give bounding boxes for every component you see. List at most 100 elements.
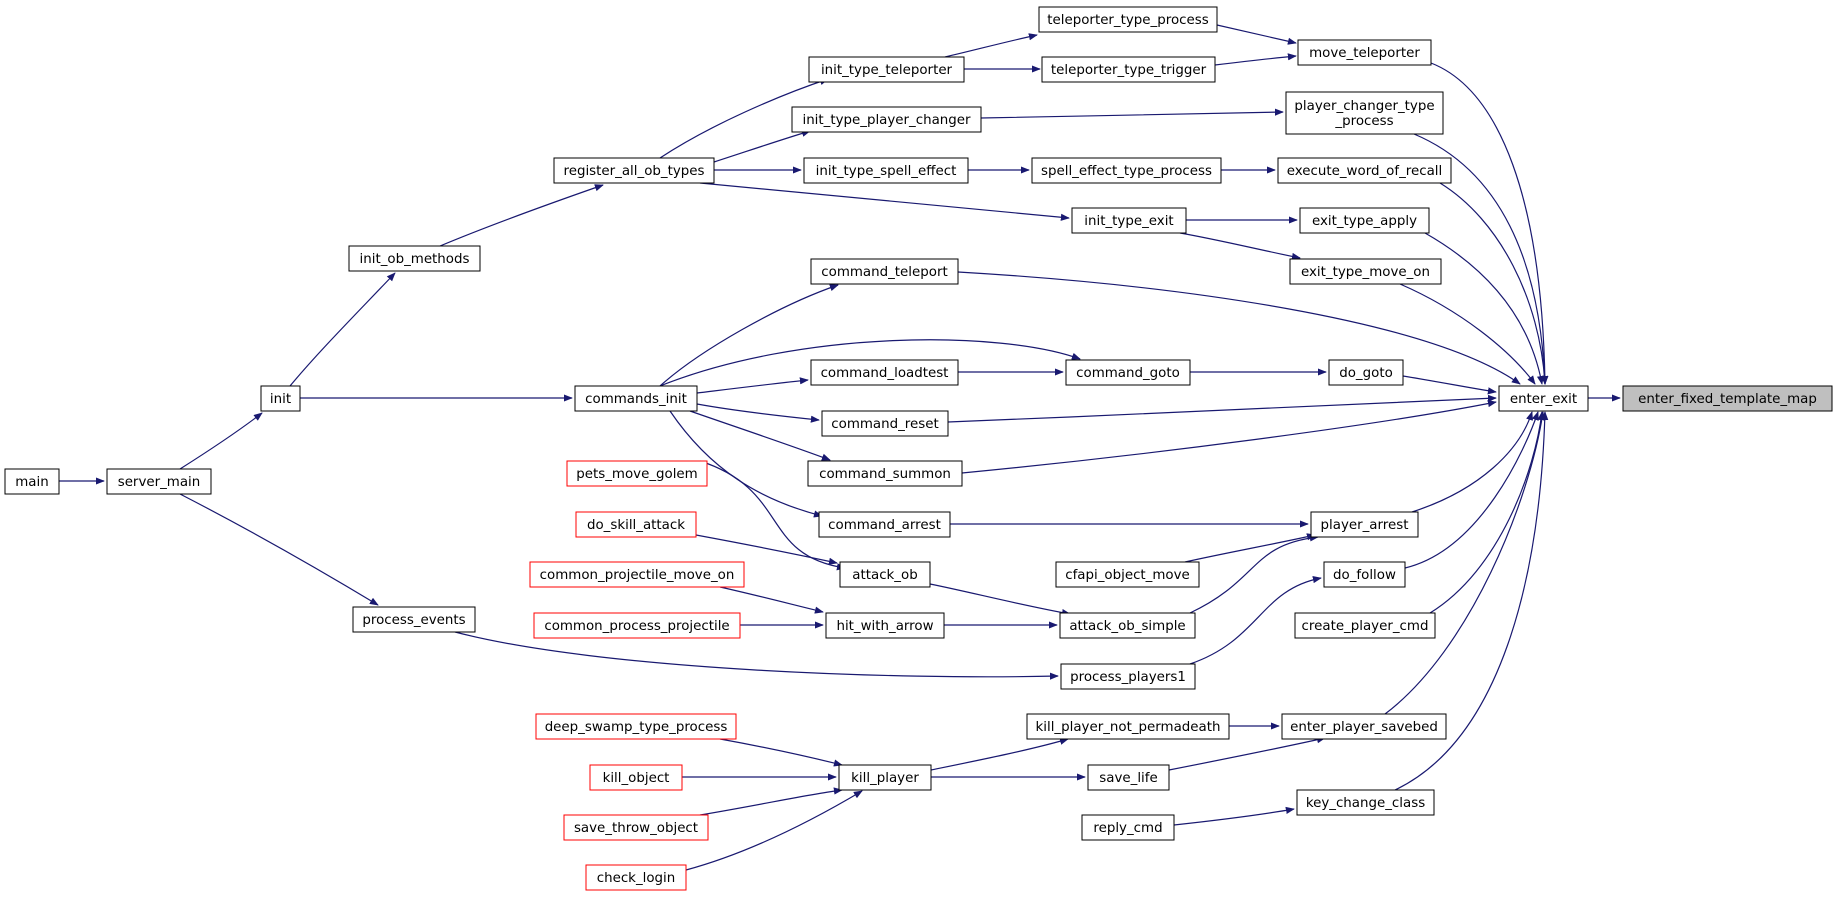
node-teleporter-type-trigger[interactable]: teleporter_type_trigger <box>1041 56 1216 83</box>
edge-server-main-to-init <box>179 412 263 470</box>
node-create-player-cmd[interactable]: create_player_cmd <box>1294 612 1436 639</box>
node-label: player_changer_type <box>1294 99 1434 114</box>
node-kill-object[interactable]: kill_object <box>589 764 683 791</box>
node-attack-ob[interactable]: attack_ob <box>839 561 931 588</box>
node-common-projectile-move-on[interactable]: common_projectile_move_on <box>529 561 745 588</box>
node-save-life[interactable]: save_life <box>1087 764 1170 791</box>
edge-register-all-ob-types-to-init-type-player-changer <box>713 129 811 163</box>
edge-save-life-to-enter-player-savebed <box>1168 736 1326 771</box>
node-pets-move-golem[interactable]: pets_move_golem <box>566 460 708 487</box>
node-box <box>1026 713 1230 740</box>
node-player-changer-type-process[interactable]: player_changer_type_process <box>1285 91 1444 135</box>
node-execute-word-of-recall[interactable]: execute_word_of_recall <box>1277 157 1452 184</box>
edge-move-teleporter-to-enter-exit <box>1430 62 1549 385</box>
node-commands-init[interactable]: commands_init <box>574 385 698 412</box>
node-command-teleport[interactable]: command_teleport <box>810 258 959 285</box>
node-box <box>535 713 737 740</box>
node-box <box>1059 612 1196 639</box>
edge-enter-player-savebed-to-enter-exit <box>1384 411 1546 715</box>
node-main[interactable]: main <box>4 468 60 495</box>
node-command-goto[interactable]: command_goto <box>1065 359 1191 386</box>
node-teleporter-type-process[interactable]: teleporter_type_process <box>1038 6 1218 33</box>
node-label: spell_effect_type_process <box>1041 164 1212 179</box>
edge-line <box>1429 411 1545 614</box>
node-enter-fixed-template-map[interactable]: enter_fixed_template_map <box>1622 385 1833 412</box>
node-command-arrest[interactable]: command_arrest <box>818 511 951 538</box>
node-init-type-exit[interactable]: init_type_exit <box>1071 207 1187 234</box>
node-kill-player-not-permadeath[interactable]: kill_player_not_permadeath <box>1026 713 1230 740</box>
edge-line <box>696 403 820 423</box>
node-player-arrest[interactable]: player_arrest <box>1310 511 1419 538</box>
node-key-change-class[interactable]: key_change_class <box>1296 789 1435 816</box>
edge-line <box>699 787 843 816</box>
node-command-reset[interactable]: command_reset <box>821 410 949 437</box>
edge-commands-init-to-command-loadtest <box>696 377 809 394</box>
node-label: exit_type_apply <box>1312 214 1417 229</box>
node-do-goto[interactable]: do_goto <box>1328 359 1404 386</box>
node-label: common_process_projectile <box>544 619 729 634</box>
node-deep-swamp-type-process[interactable]: deep_swamp_type_process <box>535 713 737 740</box>
node-save-throw-object[interactable]: save_throw_object <box>563 814 709 841</box>
node-do-follow[interactable]: do_follow <box>1323 561 1406 588</box>
node-init-type-spell-effect[interactable]: init_type_spell_effect <box>803 157 969 184</box>
node-kill-player[interactable]: kill_player <box>838 764 932 791</box>
node-label: key_change_class <box>1306 796 1425 811</box>
node-command-summon[interactable]: command_summon <box>807 460 963 487</box>
node-common-process-projectile[interactable]: common_process_projectile <box>533 612 741 639</box>
edge-teleporter-type-trigger-to-move-teleporter <box>1214 53 1297 66</box>
node-process-events[interactable]: process_events <box>352 606 476 633</box>
node-label: move_teleporter <box>1309 46 1420 61</box>
node-register-all-ob-types[interactable]: register_all_ob_types <box>553 157 715 184</box>
node-exit-type-move-on[interactable]: exit_type_move_on <box>1289 258 1442 285</box>
edge-process-players1-to-do-follow <box>1189 576 1322 665</box>
node-label: enter_player_savebed <box>1290 720 1438 735</box>
node-box <box>589 764 683 791</box>
node-do-skill-attack[interactable]: do_skill_attack <box>575 511 697 538</box>
node-label: register_all_ob_types <box>564 164 705 179</box>
edge-cfapi-object-move-to-player-arrest <box>1184 533 1316 563</box>
node-init[interactable]: init <box>260 385 301 412</box>
node-init-type-teleporter[interactable]: init_type_teleporter <box>808 56 965 83</box>
node-spell-effect-type-process[interactable]: spell_effect_type_process <box>1031 157 1222 184</box>
node-label: command_goto <box>1076 366 1180 381</box>
node-exit-type-apply[interactable]: exit_type_apply <box>1299 207 1430 234</box>
edge-line <box>1430 62 1549 385</box>
edge-line <box>696 377 809 394</box>
node-label: player_arrest <box>1321 518 1409 533</box>
edge-common-projectile-move-on-to-hit-with-arrow <box>719 586 824 614</box>
node-label: exit_type_move_on <box>1301 265 1430 280</box>
edge-reply-cmd-to-key-change-class <box>1173 806 1295 826</box>
edge-teleporter-type-process-to-move-teleporter <box>1216 24 1297 45</box>
node-label: init_type_exit <box>1084 214 1173 229</box>
edge-init-type-exit-to-exit-type-move-on <box>1179 232 1301 260</box>
node-label: kill_object <box>603 771 670 786</box>
node-init-ob-methods[interactable]: init_ob_methods <box>348 245 481 272</box>
node-enter-exit[interactable]: enter_exit <box>1498 385 1589 412</box>
node-cfapi-object-move[interactable]: cfapi_object_move <box>1055 561 1200 588</box>
node-label: deep_swamp_type_process <box>545 720 728 735</box>
edge-do-follow-to-enter-exit <box>1404 411 1539 569</box>
node-init-type-player-changer[interactable]: init_type_player_changer <box>791 106 982 133</box>
node-server-main[interactable]: server_main <box>106 468 212 495</box>
node-box <box>825 612 945 639</box>
node-move-teleporter[interactable]: move_teleporter <box>1297 39 1432 66</box>
node-check-login[interactable]: check_login <box>585 864 687 891</box>
edge-save-throw-object-to-kill-player <box>699 787 843 816</box>
node-box <box>1289 258 1442 285</box>
node-process-players1[interactable]: process_players1 <box>1060 663 1196 690</box>
node-attack-ob-simple[interactable]: attack_ob_simple <box>1059 612 1196 639</box>
node-label: execute_word_of_recall <box>1287 164 1442 179</box>
node-box <box>1297 39 1432 66</box>
edge-line <box>1168 736 1326 771</box>
node-enter-player-savebed[interactable]: enter_player_savebed <box>1281 713 1447 740</box>
node-hit-with-arrow[interactable]: hit_with_arrow <box>825 612 945 639</box>
node-command-loadtest[interactable]: command_loadtest <box>810 359 959 386</box>
edge-line <box>1439 182 1549 385</box>
node-reply-cmd[interactable]: reply_cmd <box>1081 814 1175 841</box>
node-label: command_reset <box>831 417 938 432</box>
edge-line <box>659 78 829 159</box>
node-box <box>106 468 212 495</box>
node-box <box>553 157 715 184</box>
node-label: reply_cmd <box>1093 821 1162 836</box>
